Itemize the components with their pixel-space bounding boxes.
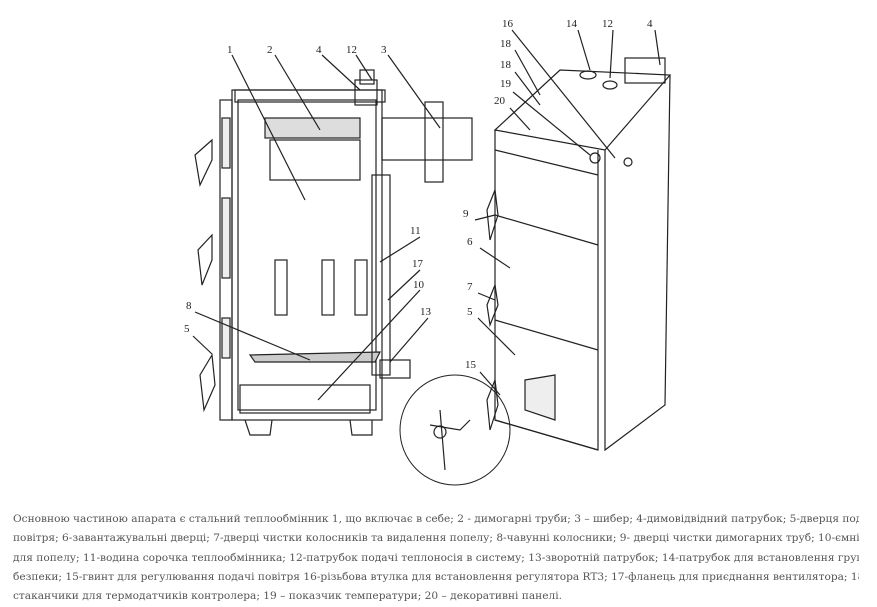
label-17: 17 (412, 258, 423, 270)
label-5: 5 (184, 323, 190, 335)
label-2: 2 (267, 44, 273, 56)
label-18: 18 (500, 59, 511, 71)
label-7: 7 (467, 281, 473, 293)
label-9: 9 (463, 208, 469, 220)
label-16: 16 (502, 18, 513, 30)
label-14: 14 (566, 18, 577, 30)
label-12: 12 (602, 18, 613, 30)
label-18: 18 (500, 38, 511, 50)
label-8: 8 (186, 300, 192, 312)
caption-line: Основною частиною апарата є стальний теп… (13, 513, 859, 525)
cross-section-view (192, 54, 473, 436)
caption-line: стаканчики для термодатчиків контролера;… (13, 590, 562, 603)
label-19: 19 (500, 78, 511, 90)
isometric-view (399, 29, 672, 486)
caption-line: для попелу; 11-водина сорочка теплообмін… (13, 551, 859, 564)
label-4: 4 (647, 18, 653, 30)
label-11: 11 (410, 225, 421, 237)
label-20: 20 (494, 95, 505, 107)
label-1: 1 (227, 44, 233, 56)
label-10: 10 (413, 279, 424, 291)
caption-line: безпеки; 15-гвинт для регулювання подачі… (13, 570, 859, 583)
caption-line: повітря; 6-завантажувальні дверці; 7-две… (13, 532, 859, 545)
label-4: 4 (316, 44, 322, 56)
parts-caption: Основною частиною апарата є стальний теп… (13, 510, 859, 606)
label-5: 5 (467, 306, 473, 318)
boiler-drawing (192, 29, 672, 486)
label-15: 15 (465, 359, 476, 371)
label-12: 12 (346, 44, 357, 56)
label-6: 6 (467, 236, 473, 248)
label-13: 13 (420, 306, 431, 318)
label-3: 3 (381, 44, 387, 56)
